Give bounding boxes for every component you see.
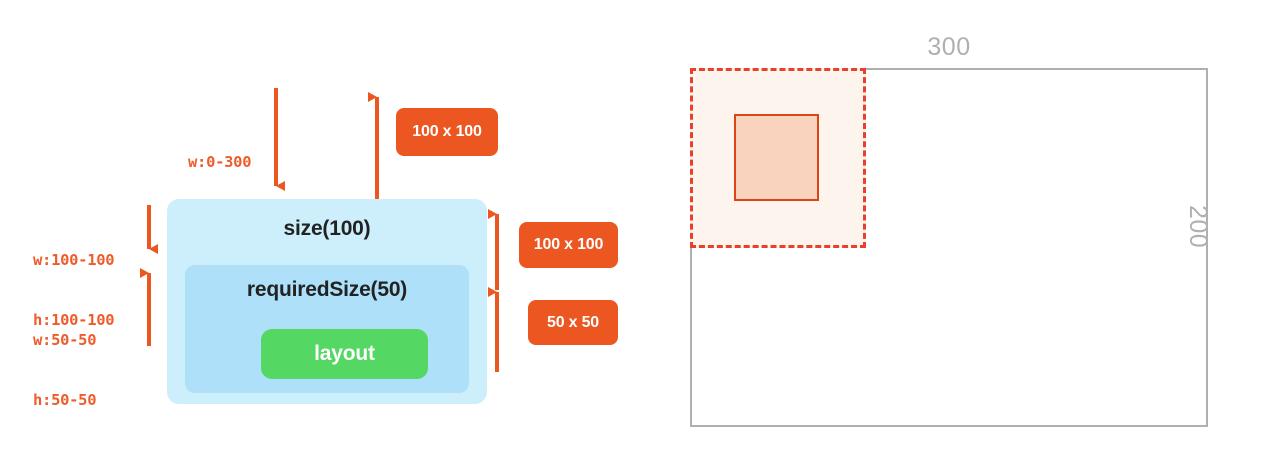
required-size-box: requiredSize(50) layout <box>185 265 469 393</box>
layout-button[interactable]: layout <box>261 329 428 379</box>
available-space-box <box>690 68 866 248</box>
viewport-height-label: 200 <box>1184 205 1212 249</box>
incoming-constraint-width: w:0-300 <box>188 153 252 171</box>
required-size-constraint-width: w:50-50 <box>33 331 97 349</box>
size-constraint-height: h:100-100 <box>33 311 115 329</box>
viewport-width-label: 300 <box>927 33 971 61</box>
size-box: size(100) requiredSize(50) layout <box>167 199 487 404</box>
size-box-label: size(100) <box>283 217 371 240</box>
child-item-square <box>734 114 819 201</box>
badge-size-result: 100 x 100 <box>519 222 618 268</box>
layout-button-label: layout <box>314 342 375 365</box>
size-constraint-label: w:100-100 h:100-100 <box>33 210 115 370</box>
badge-required-size-result: 50 x 50 <box>528 300 618 345</box>
required-size-box-label: requiredSize(50) <box>246 278 408 301</box>
required-size-constraint-label: w:50-50 h:50-50 <box>33 290 97 450</box>
badge-size-result-top: 100 x 100 <box>396 108 498 156</box>
required-size-constraint-height: h:50-50 <box>33 391 97 409</box>
size-constraint-width: w:100-100 <box>33 251 115 269</box>
